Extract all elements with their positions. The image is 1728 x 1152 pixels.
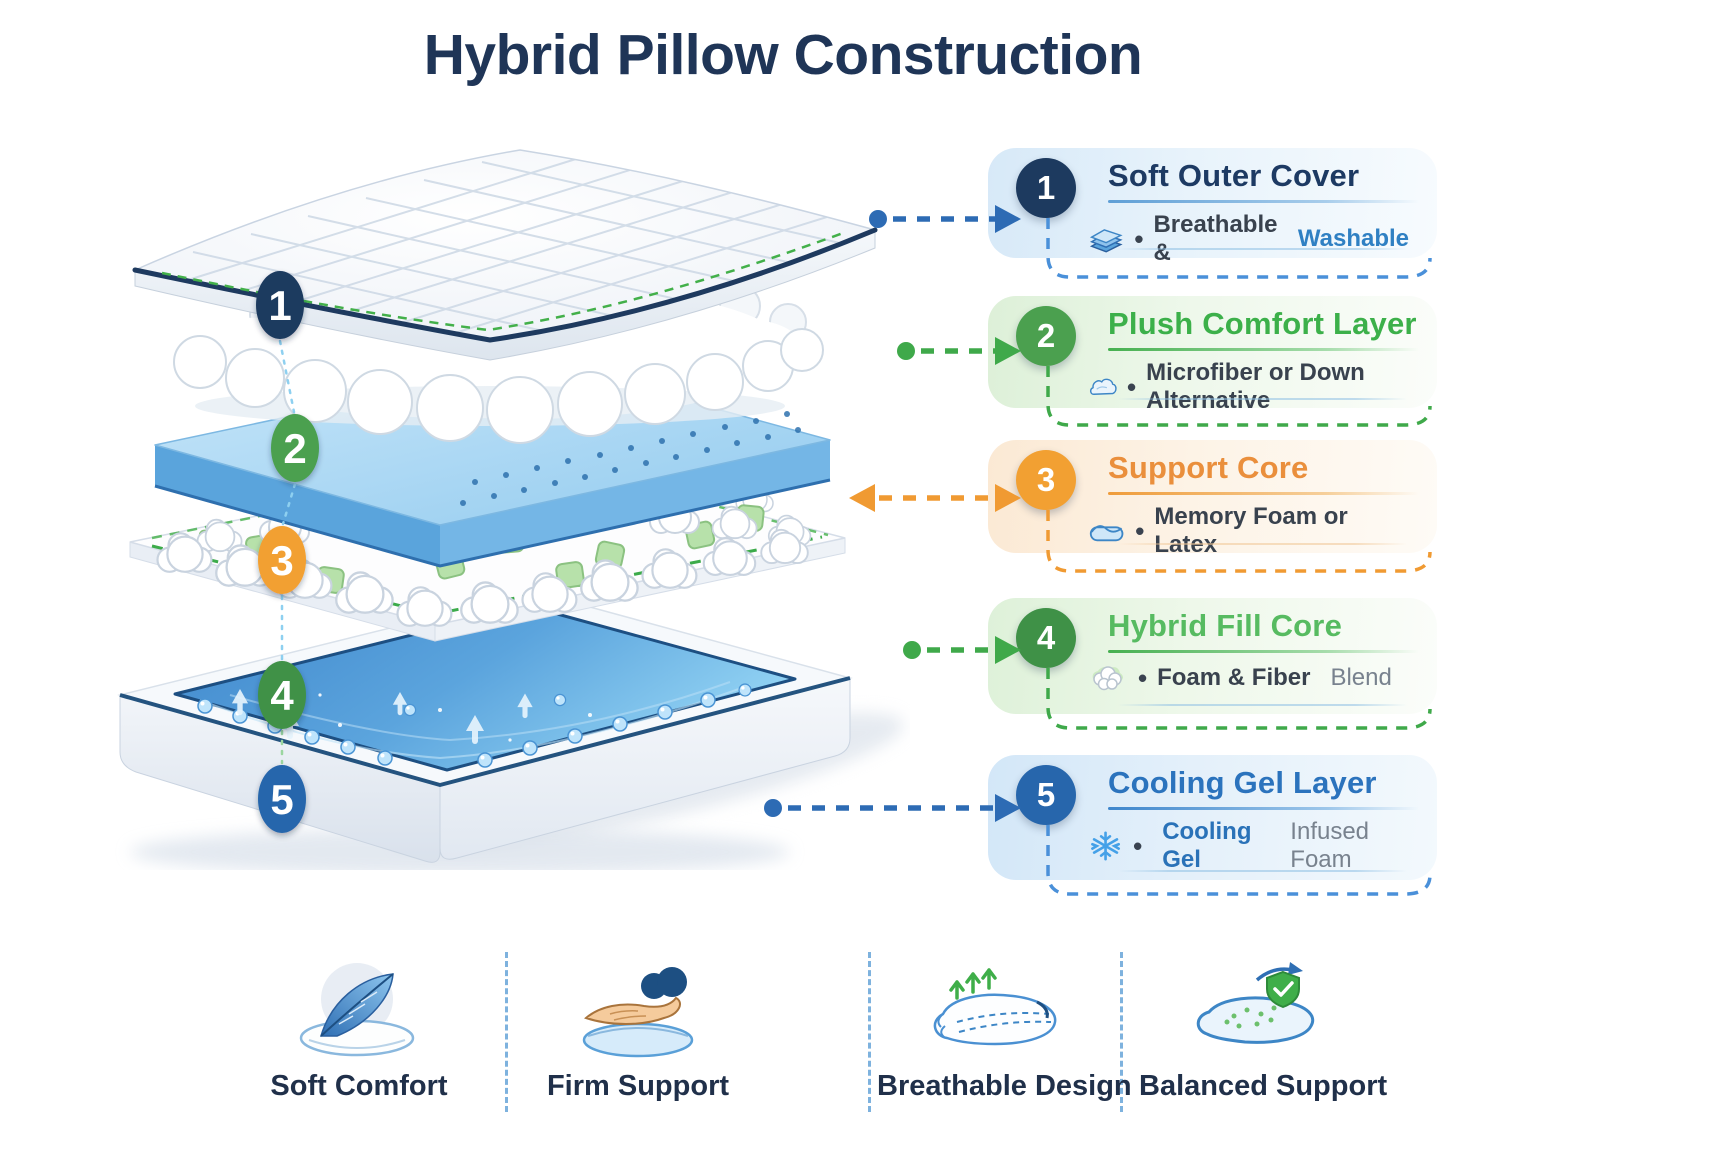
feature-divider-2 [868, 952, 871, 1112]
subtitle-accent: Cooling Gel [1162, 818, 1252, 873]
feature-divider-1 [505, 952, 508, 1112]
svg-text:3: 3 [270, 537, 293, 584]
layer-badge-2: 2 [271, 414, 319, 482]
card-hairline [1118, 398, 1407, 400]
feature-label: Firm Support [546, 1070, 730, 1102]
card-hairline [1118, 543, 1407, 545]
card-hairline [1118, 248, 1407, 250]
card-divider [1108, 200, 1419, 203]
card-cooling-gel-layer: 5 Cooling Gel Layer • Cooling Gel Infuse… [988, 755, 1437, 880]
pillow-layers-svg: 1 2 3 4 5 [117, 149, 904, 876]
card-divider [1108, 348, 1419, 351]
card-subtitle: • Cooling Gel Infused Foam [1088, 818, 1419, 874]
subtitle-text: Foam & Fiber [1157, 664, 1311, 691]
feature-label: Breathable Design [877, 1070, 1132, 1102]
gel-dots [1224, 1005, 1277, 1029]
card-subtitle: • Memory Foam or Latex [1088, 503, 1419, 559]
feature-soft-comfort: Soft Comfort [239, 952, 479, 1103]
feature-icon-box [239, 952, 479, 1064]
bullet: • [1138, 662, 1148, 693]
svg-text:2: 2 [283, 425, 306, 472]
card-soft-outer-cover: 1 Soft Outer Cover • Breathable & Washab… [988, 148, 1437, 266]
feature-icon-box [877, 952, 1117, 1064]
card-subtitle: • Breathable & Washable [1088, 211, 1419, 267]
foam-balls-icon [1092, 666, 1123, 691]
subtitle-text: Memory Foam or Latex [1154, 503, 1348, 558]
card-number-badge: 4 [1016, 608, 1076, 668]
card-divider [1108, 650, 1419, 653]
bullet: • [1135, 515, 1145, 546]
pillow-illustration: 1 2 3 4 5 [90, 110, 910, 876]
layer-badge-4: 4 [258, 661, 306, 729]
card-subtitle: • Foam & Fiber Blend [1088, 661, 1419, 695]
card-number-badge: 1 [1016, 158, 1076, 218]
feature-divider-3 [1120, 952, 1123, 1112]
feature-label: Balanced Support [1139, 1070, 1388, 1102]
fabric-layers-icon [1089, 229, 1123, 253]
layer-badge-3: 3 [258, 526, 306, 594]
feature-breathable-design: Breathable Design [877, 952, 1132, 1103]
slab-perforations [460, 411, 801, 506]
card-divider [1108, 492, 1419, 495]
svg-text:4: 4 [270, 672, 294, 719]
svg-text:5: 5 [270, 776, 293, 823]
card-title: Support Core [1108, 450, 1309, 485]
feature-label: Soft Comfort [270, 1070, 448, 1102]
hand-support-icon [582, 967, 694, 1058]
pillow-piping [132, 227, 878, 343]
cloud-icon [1089, 378, 1117, 395]
card-divider [1108, 807, 1419, 810]
card-hairline [1118, 704, 1407, 706]
card-plush-comfort-layer: 2 Plush Comfort Layer • Microfiber or Do… [988, 296, 1437, 414]
shield-check-pillow-icon [1196, 962, 1315, 1044]
airflow-pillow-icon [933, 968, 1057, 1046]
card-title: Hybrid Fill Core [1108, 608, 1343, 643]
card-number-badge: 3 [1016, 450, 1076, 510]
quilt-pattern [187, 153, 872, 340]
breathability-arrows [949, 968, 997, 1000]
subtitle-text: Breathable & [1153, 211, 1278, 266]
svg-text:1: 1 [268, 282, 291, 329]
layer-badge-5: 5 [258, 765, 306, 833]
subtitle-muted: Infused Foam [1290, 818, 1370, 873]
bullet: • [1133, 830, 1143, 861]
gel-sparkles [318, 693, 592, 742]
subtitle-text: Microfiber or Down Alternative [1146, 359, 1365, 414]
feature-balanced-support: Balanced Support [1139, 952, 1388, 1103]
outer-cover-layer [132, 149, 878, 361]
feature-icon-box [518, 952, 758, 1064]
card-number-badge: 5 [1016, 765, 1076, 825]
snowflake-icon [1091, 831, 1121, 861]
badge-links [278, 339, 297, 765]
cooling-gel-layer [117, 591, 853, 863]
feather-pillow-icon [299, 963, 415, 1057]
feature-icon-box [1139, 952, 1379, 1064]
card-title: Cooling Gel Layer [1108, 765, 1377, 800]
card-support-core: 3 Support Core • Memory Foam or Latex [988, 440, 1437, 558]
layer-badge-1: 1 [256, 271, 304, 339]
subtitle-muted: Blend [1330, 664, 1392, 691]
card-title: Plush Comfort Layer [1108, 306, 1417, 341]
card-subtitle: • Microfiber or Down Alternative [1088, 359, 1419, 415]
card-hairline [1118, 870, 1407, 872]
feature-firm-support: Firm Support [518, 952, 758, 1103]
card-hybrid-fill-core: 4 Hybrid Fill Core • Foam & Fiber Blend [988, 598, 1437, 714]
page-title: Hybrid Pillow Construction [423, 23, 1143, 87]
card-title: Soft Outer Cover [1108, 158, 1360, 193]
card-number-badge: 2 [1016, 306, 1076, 366]
